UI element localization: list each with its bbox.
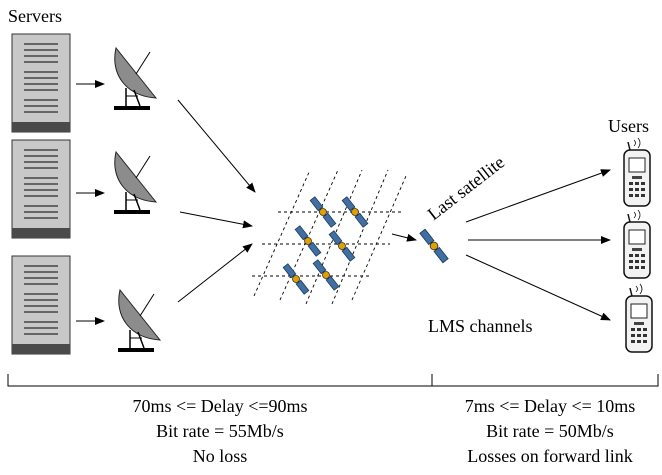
satellite-dish-icon	[113, 151, 157, 215]
server-rack-icon	[11, 33, 71, 133]
right-delay-text: 7ms <= Delay <= 10ms	[464, 396, 636, 416]
uplink-arrow	[179, 211, 253, 229]
users-label: Users	[608, 116, 649, 136]
left-loss-text: No loss	[192, 446, 248, 466]
satellite-icon	[328, 229, 356, 263]
mobile-phone-icon	[623, 209, 651, 279]
uplink-arrow	[177, 243, 253, 303]
downlink-arrow	[465, 169, 611, 223]
satellite-icon	[312, 258, 340, 292]
uplink-arrow	[177, 99, 256, 193]
right-bitrate-text: Bit rate = 50Mb/s	[486, 421, 614, 441]
mobile-phone-icon	[623, 137, 651, 207]
lms-channels-label: LMS channels	[428, 316, 533, 336]
server-rack-icon	[11, 139, 71, 239]
left-bitrate-text: Bit rate = 55Mb/s	[156, 421, 284, 441]
mobile-phone-icon	[625, 283, 653, 353]
last-satellite-icon	[418, 228, 450, 264]
segment-bracket	[7, 374, 659, 387]
servers-label: Servers	[8, 6, 62, 26]
relay-arrow	[391, 233, 417, 242]
right-loss-text: Losses on forward link	[467, 446, 633, 466]
satellite-icon	[294, 224, 322, 258]
satellite-dish-icon	[117, 289, 161, 353]
left-delay-text: 70ms <= Delay <=90ms	[132, 396, 308, 416]
satellite-icon	[282, 262, 310, 296]
satellite-dish-icon	[113, 47, 157, 111]
downlink-arrow	[465, 254, 611, 321]
server-rack-icon	[11, 255, 71, 355]
